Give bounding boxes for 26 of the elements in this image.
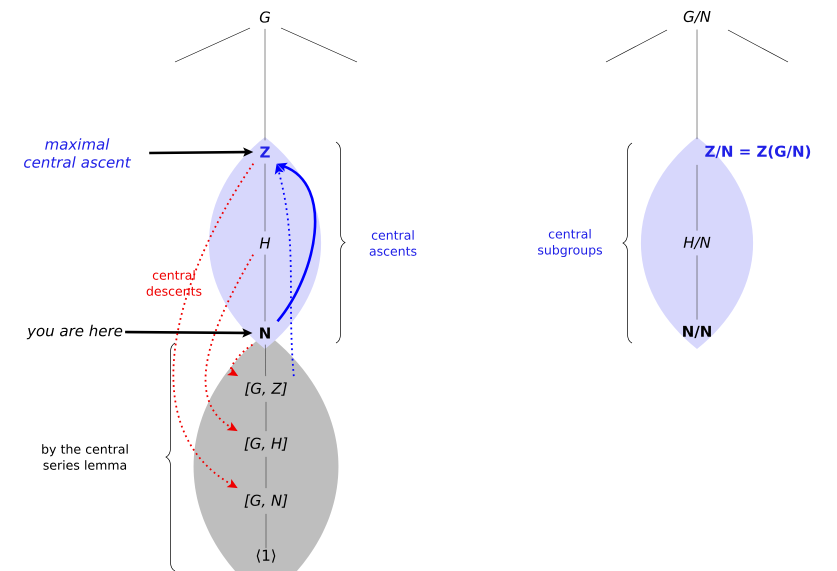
subgroup-label: ⟨1⟩	[256, 549, 276, 563]
pointer-text: you are here	[26, 324, 122, 340]
pointer-text: maximal central ascent	[24, 138, 132, 168]
connector-line	[696, 255, 698, 320]
annotation-text: central subgroups	[538, 228, 602, 258]
subgroup-label: H	[260, 238, 270, 248]
subgroup-label: N/N	[683, 326, 711, 338]
subgroup-label: N	[260, 328, 270, 338]
subgroup-label: [G, N]	[244, 494, 288, 508]
annotation-text: central ascents	[370, 230, 416, 256]
arrow	[276, 162, 316, 322]
connector-line	[264, 163, 266, 232]
subgroup-label: Z/N = Z(G/N)	[705, 145, 810, 159]
subgroup-label: [G, Z]	[245, 382, 287, 396]
connector-line	[264, 344, 266, 376]
subgroup-label: [G, H]	[244, 437, 288, 451]
connector-line	[264, 28, 266, 141]
annotation-text: central descents	[146, 270, 202, 296]
subgroup-label: G/N	[684, 10, 711, 24]
subgroup-label: Z	[260, 146, 270, 158]
subgroup-label: H/N	[684, 236, 710, 250]
connector-line	[696, 164, 698, 231]
annotation-text: by the central series lemma	[42, 444, 128, 470]
connector-line	[264, 254, 266, 322]
connector-line	[696, 29, 698, 140]
subgroup-label: G	[260, 11, 270, 23]
